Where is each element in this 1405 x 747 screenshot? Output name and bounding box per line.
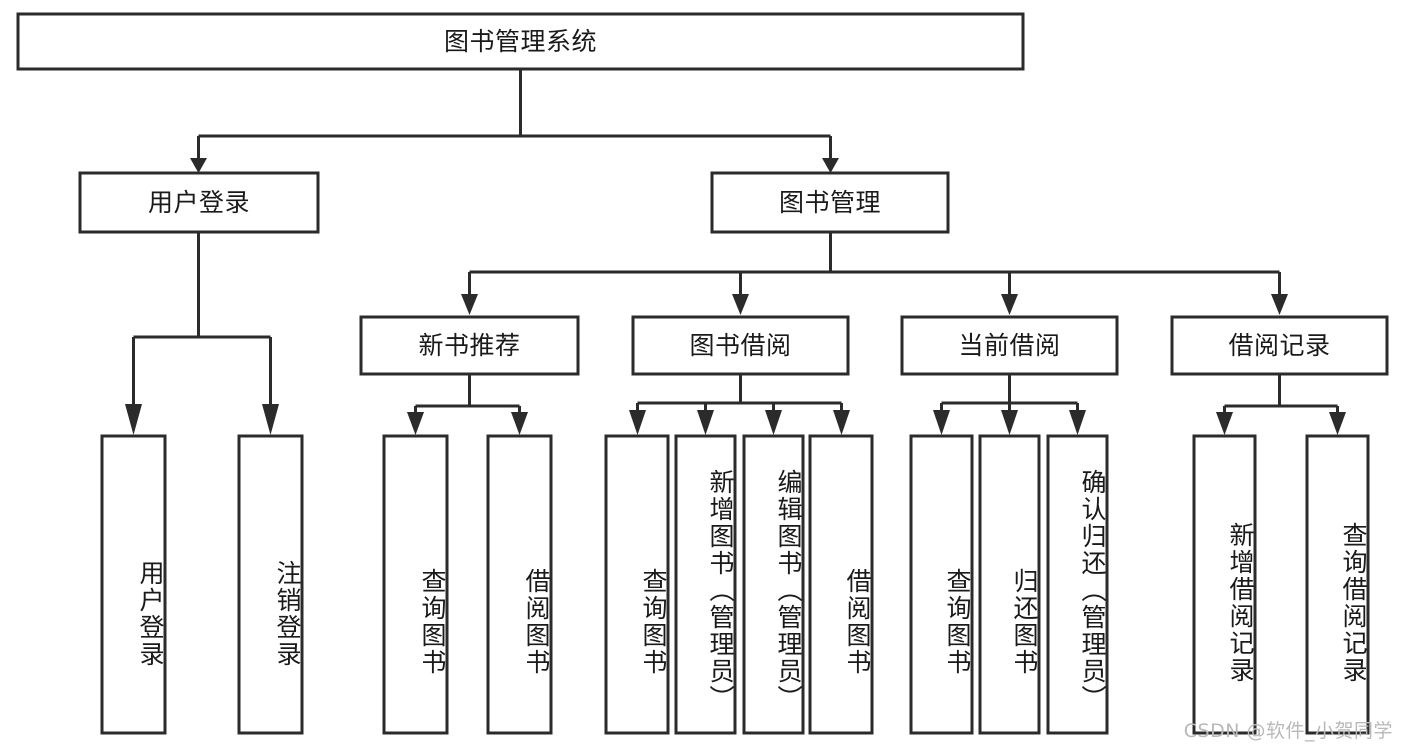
arrowhead-br-query [1329, 412, 1346, 435]
leaf-box-cb-query[interactable] [909, 434, 974, 735]
arrowhead-br-add [1216, 412, 1233, 435]
node-borrow-record-box[interactable] [1170, 315, 1389, 376]
leaf-box-bb-query[interactable] [604, 434, 670, 735]
arrowhead-cb-return [1001, 410, 1018, 435]
leaf-box-logout[interactable] [237, 434, 304, 735]
leaf-box-bb-edit[interactable] [742, 434, 805, 735]
arrowhead-nb-borrow [511, 412, 528, 435]
node-book-manage-box[interactable] [710, 171, 950, 234]
arrowhead-nb-query [407, 412, 424, 435]
arrowhead-cb-confirm [1069, 410, 1086, 435]
leaf-box-bb-add[interactable] [674, 434, 737, 735]
leaf-box-br-add[interactable] [1192, 434, 1257, 735]
arrowhead-leaf-logout [262, 404, 279, 435]
arrowhead-bb-query [629, 410, 646, 435]
leaf-box-cb-confirm[interactable] [1046, 434, 1109, 735]
arrowhead-borrow-record [1271, 294, 1288, 315]
leaf-box-br-query[interactable] [1305, 434, 1370, 735]
arrowhead-leaf-user-login [125, 404, 142, 435]
node-root-box[interactable] [16, 12, 1025, 71]
arrowhead-user-login [190, 158, 207, 173]
leaf-box-nb-borrow[interactable] [486, 434, 553, 735]
arrowhead-current-borrow [1001, 294, 1018, 315]
arrowhead-book-manage [822, 158, 839, 173]
arrowhead-bb-edit [765, 410, 782, 435]
leaf-box-user-login[interactable] [100, 434, 167, 735]
arrowhead-new-book [461, 294, 478, 315]
node-new-book-box[interactable] [359, 315, 580, 376]
node-user-login-box[interactable] [78, 171, 320, 234]
csdn-watermark: CSDN @软件_小贺同学 [1183, 720, 1393, 742]
arrowhead-book-borrow [732, 294, 749, 315]
arrowhead-cb-query [933, 410, 950, 435]
arrowhead-bb-add [697, 410, 714, 435]
leaf-box-bb-lend[interactable] [808, 434, 874, 735]
leaf-box-nb-query[interactable] [382, 434, 449, 735]
node-current-borrow-box[interactable] [900, 315, 1119, 376]
arrowhead-bb-lend [833, 410, 850, 435]
node-book-borrow-box[interactable] [631, 315, 850, 376]
leaf-box-cb-return[interactable] [978, 434, 1041, 735]
